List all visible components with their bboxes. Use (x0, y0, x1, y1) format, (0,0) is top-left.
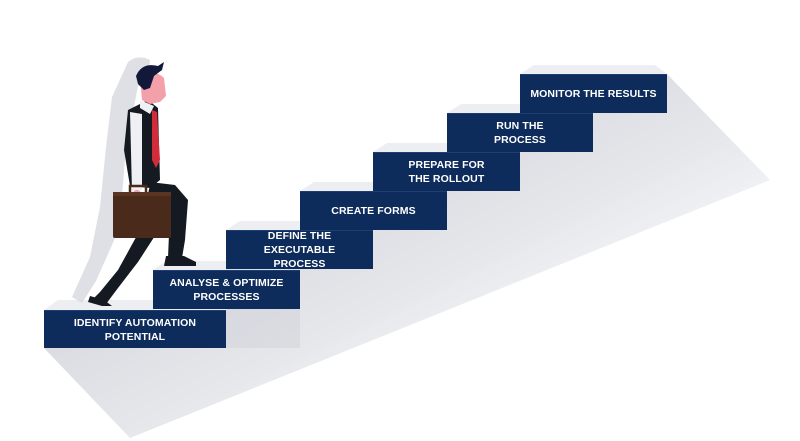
step-3-define-executable-process: DEFINE THE EXECUTABLE PROCESS (226, 230, 373, 270)
step-7-monitor-results: MONITOR THE RESULTS (520, 74, 667, 113)
step-2-label: ANALYSE & OPTIMIZE PROCESSES (169, 277, 284, 303)
step-5-prepare-rollout: PREPARE FOR THE ROLLOUT (373, 152, 520, 191)
step-6-label: RUN THE PROCESS (493, 120, 547, 146)
step-1-identify-automation-potential: IDENTIFY AUTOMATION POTENTIAL (44, 310, 226, 348)
step-7-label: MONITOR THE RESULTS (530, 88, 657, 100)
step-2-analyse-optimize-processes: ANALYSE & OPTIMIZE PROCESSES (153, 270, 300, 309)
step-6-run-process: RUN THE PROCESS (447, 113, 593, 152)
step-5-label: PREPARE FOR THE ROLLOUT (408, 159, 485, 185)
briefcase-icon (113, 184, 171, 238)
step-3-label: DEFINE THE EXECUTABLE PROCESS (263, 230, 336, 270)
step-4-label: CREATE FORMS (331, 205, 416, 217)
step-1-label: IDENTIFY AUTOMATION POTENTIAL (73, 316, 197, 343)
step-4-create-forms: CREATE FORMS (300, 191, 447, 230)
